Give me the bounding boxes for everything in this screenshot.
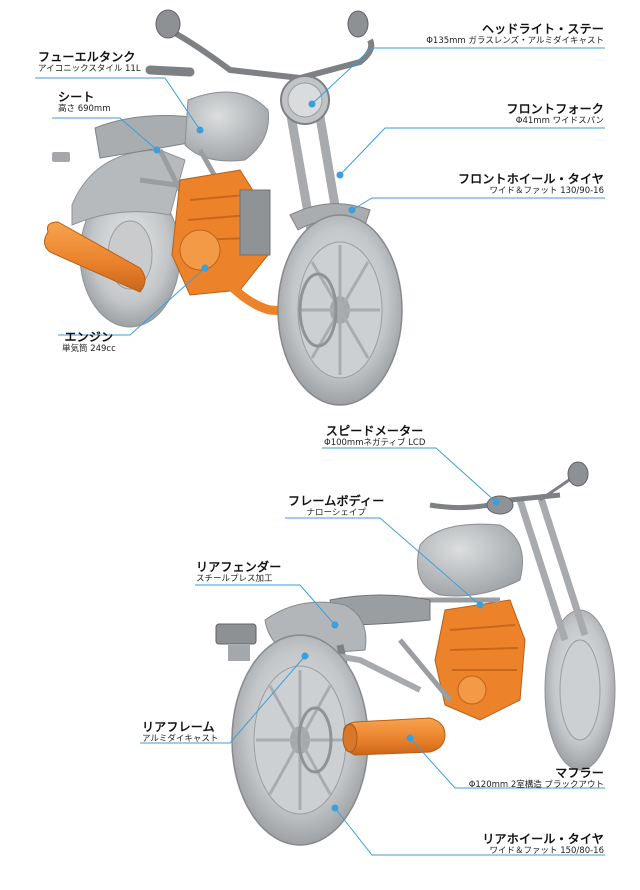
label-title: エンジン (64, 330, 114, 344)
label-title: シート (58, 90, 95, 104)
label-front-wheel: フロントホイール・タイヤ ワイド＆ファット 130/90-16 (458, 172, 604, 197)
label-fuel-tank: フューエルタンク アイコニックスタイル 11L (38, 50, 141, 75)
label-title: フレームボディー (288, 494, 385, 508)
label-speedometer: スピードメーター Φ100mmネガティブ LCD (324, 424, 425, 449)
leader-lines (35, 47, 605, 856)
rear-muffler-shape (343, 717, 446, 756)
label-detail: Φ100mmネガティブ LCD (324, 438, 426, 448)
label-rear-wheel: リアホイール・タイヤ ワイド＆ファット 150/80-16 (482, 832, 604, 857)
label-title: マフラー (555, 766, 604, 780)
label-detail: ワイド＆ファット 150/80-16 (489, 846, 605, 856)
label-rear-frame: リアフレーム アルミダイキャスト (142, 720, 218, 745)
label-rear-fender: リアフェンダー スチールプレス加工 (196, 560, 281, 585)
label-detail: アイコニックスタイル 11L (38, 64, 141, 74)
label-engine: エンジン 単気筒 249cc (62, 330, 116, 355)
label-title: ヘッドライト・ステー (481, 22, 604, 36)
speedometer-shape (486, 495, 514, 515)
label-frame-body: フレームボディー ナローシェイプ (288, 494, 384, 519)
front-view-bike (44, 9, 403, 406)
label-title: フロントフォーク (506, 102, 604, 116)
label-title: スピードメーター (325, 424, 424, 438)
label-title: リアホイール・タイヤ (482, 832, 604, 846)
label-detail: Φ41mm ワイドスパン (515, 116, 604, 126)
label-title: リアフレーム (142, 720, 215, 734)
label-title: リアフェンダー (196, 560, 282, 574)
label-title: フロントホイール・タイヤ (457, 172, 604, 186)
label-detail: スチールプレス加工 (196, 574, 273, 584)
label-detail: ナローシェイプ (306, 508, 366, 518)
label-detail: アルミダイキャスト (142, 734, 219, 744)
label-detail: Φ120mm 2室構造 ブラックアウト (468, 780, 604, 790)
label-detail: 単気筒 249cc (62, 344, 116, 354)
rear-view-bike (215, 461, 616, 846)
label-detail: Φ135mm ガラスレンズ・アルミダイキャスト (426, 36, 604, 46)
label-detail: ワイド＆ファット 130/90-16 (489, 186, 605, 196)
label-headlight: ヘッドライト・ステー Φ135mm ガラスレンズ・アルミダイキャスト (426, 22, 604, 47)
label-muffler: マフラー Φ120mm 2室構造 ブラックアウト (469, 766, 604, 791)
label-seat: シート 高さ 690mm (58, 90, 111, 115)
label-title: フューエルタンク (38, 50, 136, 64)
label-detail: 高さ 690mm (58, 104, 111, 114)
front-muffler-shape (44, 221, 146, 293)
label-front-fork: フロントフォーク Φ41mm ワイドスパン (506, 102, 604, 127)
